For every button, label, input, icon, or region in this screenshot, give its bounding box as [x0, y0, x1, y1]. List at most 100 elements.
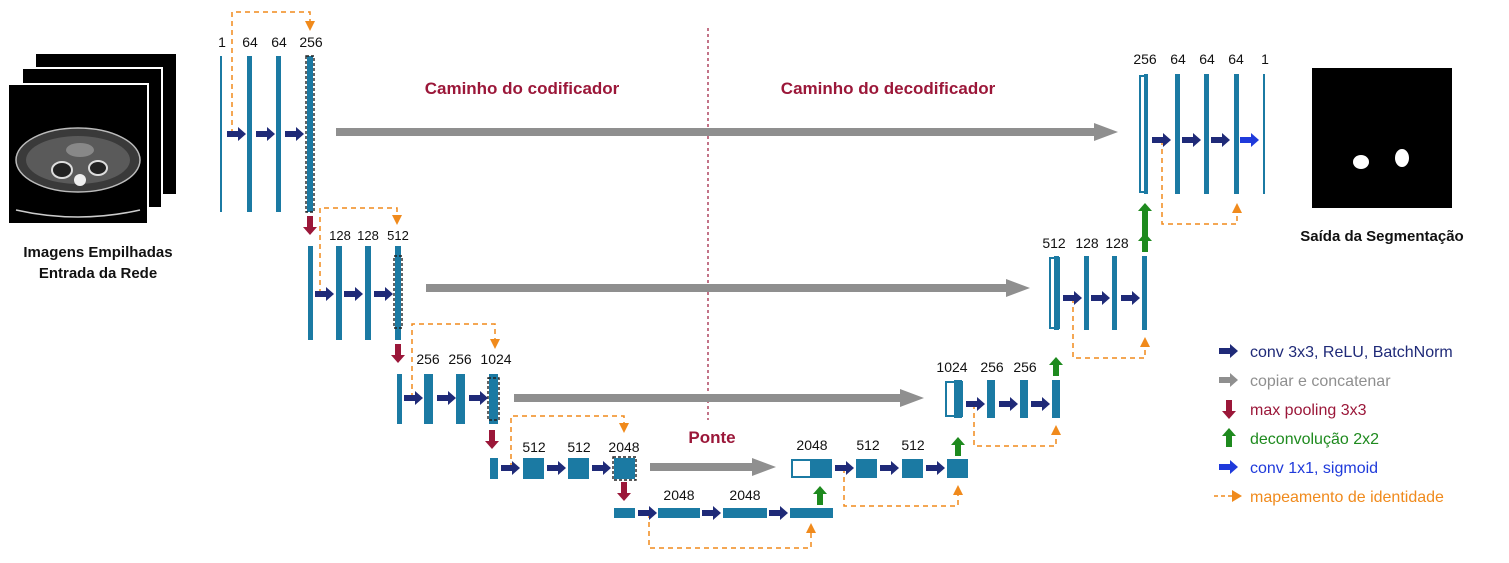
- feature-map-block: [1084, 256, 1089, 330]
- green-up-arrow-icon: [951, 437, 965, 456]
- channel-label: 128: [357, 228, 379, 243]
- feature-map-block: [902, 459, 923, 478]
- residual-block-outline: [612, 456, 637, 481]
- feature-map-block: [954, 380, 962, 418]
- decoder-level-1: 256 64 64 64 1: [1133, 51, 1269, 194]
- blue-arrow-icon: [1240, 133, 1259, 147]
- channel-label: 512: [856, 437, 880, 453]
- feature-map-block: [614, 458, 635, 479]
- navy-arrow-icon: [880, 461, 899, 475]
- channel-label: 512: [387, 228, 409, 243]
- navy-arrow-icon: [1211, 133, 1230, 147]
- channel-label: 64: [1199, 51, 1215, 67]
- channel-label: 256: [416, 351, 440, 367]
- bridge-level: 2048 2048: [614, 487, 833, 518]
- residual-block-outline: [487, 377, 500, 421]
- decoder-path-label: Caminho do decodificador: [781, 79, 996, 98]
- channel-label: 256: [299, 34, 323, 50]
- channel-label: 512: [1042, 235, 1066, 251]
- feature-map-block: [1234, 74, 1239, 194]
- gray-arrow-icon: [1219, 373, 1238, 387]
- feature-map-block: [1052, 380, 1060, 418]
- feature-map-block: [220, 56, 222, 212]
- feature-map-block: [1144, 74, 1148, 194]
- navy-arrow-icon: [1121, 291, 1140, 305]
- channel-label: 64: [1170, 51, 1186, 67]
- navy-arrow-icon: [344, 287, 363, 301]
- green-up-arrow-icon: [813, 486, 827, 505]
- identity-mapping-arrow: [973, 404, 1061, 447]
- input-label-line2: Entrada da Rede: [39, 265, 157, 282]
- channel-label: 128: [1075, 235, 1099, 251]
- feature-map-block: [658, 508, 700, 518]
- input-label-line1: Imagens Empilhadas: [23, 244, 172, 261]
- legend-item: copiar e concatenar: [1219, 373, 1391, 390]
- encoder-level-4: 512 512 2048: [490, 439, 640, 481]
- green-up-arrow-icon: [1049, 357, 1063, 376]
- feature-map-block: [987, 380, 995, 418]
- feature-map-block: [397, 374, 402, 424]
- legend-label: mapeamento de identidade: [1250, 489, 1444, 506]
- feature-map-block: [307, 56, 313, 212]
- navy-arrow-icon: [1152, 133, 1171, 147]
- output-label: Saída da Segmentação: [1300, 228, 1463, 245]
- output-segmentation-image: [1312, 68, 1452, 208]
- feature-map-block: [276, 56, 281, 212]
- channel-label: 2048: [663, 487, 694, 503]
- red-down-arrow-icon: [391, 344, 405, 363]
- channel-label: 128: [1105, 235, 1129, 251]
- channel-label: 256: [980, 359, 1004, 375]
- channel-label: 256: [1133, 51, 1157, 67]
- feature-map-block: [1020, 380, 1028, 418]
- navy-arrow-icon: [469, 391, 488, 405]
- navy-arrow-icon: [926, 461, 945, 475]
- legend-label: max pooling 3x3: [1250, 402, 1367, 419]
- feature-map-block: [456, 374, 465, 424]
- navy-arrow-icon: [437, 391, 456, 405]
- feature-map-block: [1142, 256, 1147, 330]
- red-down-arrow-icon: [485, 430, 499, 449]
- navy-arrow-icon: [315, 287, 334, 301]
- navy-arrow-icon: [769, 506, 788, 520]
- identity-mapping-arrow: [843, 468, 963, 507]
- gray-arrow-icon: [1094, 123, 1118, 141]
- green-up-arrow-icon: [1222, 428, 1236, 447]
- feature-map-block: [1175, 74, 1180, 194]
- channel-label: 256: [1013, 359, 1037, 375]
- navy-arrow-icon: [638, 506, 657, 520]
- feature-map-block: [856, 459, 877, 478]
- red-down-arrow-icon: [617, 482, 631, 501]
- channel-label: 64: [1228, 51, 1244, 67]
- feature-map-block: [424, 374, 433, 424]
- legend-item: conv 1x1, sigmoid: [1219, 460, 1378, 477]
- channel-label: 2048: [796, 437, 827, 453]
- navy-arrow-icon: [592, 461, 611, 475]
- channel-label: 512: [901, 437, 925, 453]
- navy-arrow-icon: [1091, 291, 1110, 305]
- legend-label: conv 1x1, sigmoid: [1250, 460, 1378, 477]
- navy-arrow-icon: [1031, 397, 1050, 411]
- feature-map-block: [947, 459, 968, 478]
- channel-label: 128: [329, 228, 351, 243]
- concat-block: [791, 459, 812, 478]
- identity-mapping-arrow: [319, 207, 402, 294]
- decoder-level-2: 512 128 128: [1042, 235, 1147, 330]
- deconv-stem: [1142, 222, 1148, 252]
- channel-label: 64: [242, 34, 258, 50]
- feature-map-block: [614, 508, 635, 518]
- legend-item: max pooling 3x3: [1222, 400, 1367, 419]
- green-up-arrow-icon: [1138, 203, 1152, 222]
- channel-label: 2048: [608, 439, 639, 455]
- channel-label: 512: [567, 439, 591, 455]
- gray-arrow-icon: [1006, 279, 1030, 297]
- legend-item: deconvolução 2x2: [1222, 428, 1379, 448]
- feature-map-block: [1204, 74, 1209, 194]
- feature-map-block: [365, 246, 371, 340]
- decoder-level-4: 2048 512 512: [791, 437, 968, 478]
- navy-arrow-icon: [1063, 291, 1082, 305]
- feature-map-block: [811, 459, 832, 478]
- channel-label: 256: [448, 351, 472, 367]
- navy-arrow-icon: [702, 506, 721, 520]
